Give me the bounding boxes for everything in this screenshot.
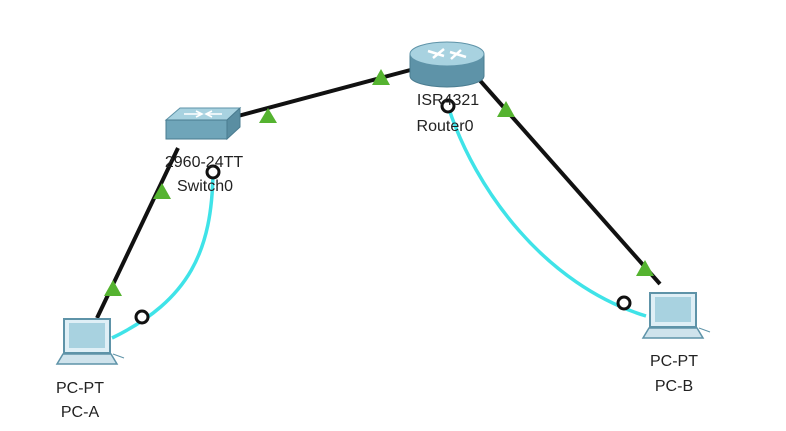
switch-icon[interactable] [164,106,242,141]
link-up-indicator [153,183,171,199]
router-icon[interactable] [409,41,485,88]
router-name-label: Router0 [416,118,474,135]
link-up-indicator [372,69,390,85]
link-up-indicator [259,108,277,123]
link-up-indicator [497,101,515,117]
console-switch-pca[interactable] [111,171,215,340]
link-switch-router[interactable] [237,66,419,118]
pc-b-icon[interactable] [641,292,711,339]
console-router-pcb[interactable] [446,105,647,318]
pc-b-model-label: PC-PT [650,353,698,370]
console-port-indicator [440,98,456,114]
pc-b-name-label: PC-B [654,378,694,395]
router-model-label: ISR4321 [416,92,480,109]
pc-a-icon[interactable] [55,318,125,365]
console-port-indicator [134,309,150,325]
console-port-indicator [616,295,632,311]
pc-a-model-label: PC-PT [56,380,104,397]
link-up-indicator [636,260,654,276]
switch-name-label: Switch0 [176,178,234,195]
console-port-indicator [205,164,221,180]
pc-a-name-label: PC-A [60,404,100,421]
link-up-indicator [104,280,122,296]
switch-model-label: 2960-24TT [164,154,244,171]
